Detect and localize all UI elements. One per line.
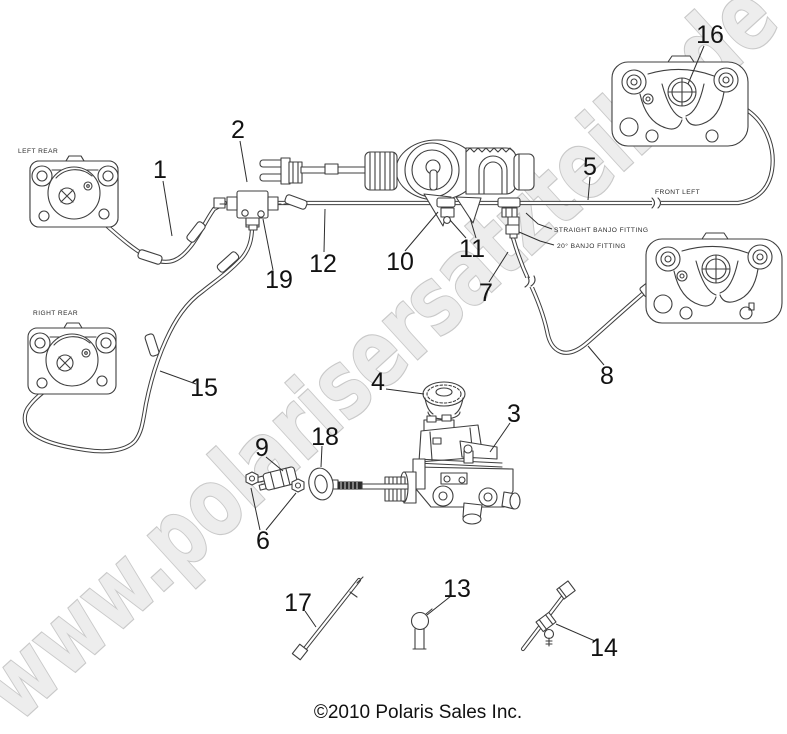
callout-16: 16 xyxy=(696,21,724,49)
nut-right xyxy=(291,478,305,493)
leader-lines xyxy=(159,45,705,642)
front-right-caliper-slot xyxy=(748,302,755,311)
right-rear-caliper xyxy=(27,322,117,395)
callout-11: 11 xyxy=(459,235,485,263)
callout-1: 1 xyxy=(153,156,167,184)
callout-3: 3 xyxy=(507,400,521,428)
reservoir-cap xyxy=(422,381,466,420)
callout-2: 2 xyxy=(231,116,245,144)
brake-line-left-rear xyxy=(69,197,228,265)
callout-12: 12 xyxy=(309,250,337,278)
annotation-left-rear: LEFT REAR xyxy=(18,148,58,155)
straight-banjo-fitting xyxy=(497,197,521,218)
nut-left xyxy=(245,471,259,486)
callout-14: 14 xyxy=(590,634,618,662)
rod-part xyxy=(291,576,364,661)
pushrod-seal xyxy=(308,467,334,501)
left-rear-caliper xyxy=(29,155,119,228)
copyright-text: ©2010 Polaris Sales Inc. xyxy=(314,702,522,723)
annotation-20-banjo: 20° BANJO FITTING xyxy=(557,242,626,250)
callout-18: 18 xyxy=(311,423,339,451)
callout-7: 7 xyxy=(479,279,493,307)
callout-13: 13 xyxy=(443,575,471,603)
annotation-right-rear: RIGHT REAR xyxy=(33,310,78,317)
front-right-caliper xyxy=(645,232,783,324)
callout-labels: 1 2 3 4 5 6 7 8 9 10 11 12 13 14 15 16 1… xyxy=(153,21,724,662)
mounting-bracket xyxy=(256,466,298,491)
text-annotations: LEFT REAR RIGHT REAR FRONT LEFT STRAIGHT… xyxy=(18,148,700,317)
junction-tee xyxy=(219,190,287,231)
clamp-part xyxy=(410,608,433,650)
banjo-fitting-20deg xyxy=(505,216,520,239)
callout-6: 6 xyxy=(256,527,270,555)
callout-8: 8 xyxy=(600,362,614,390)
callout-17: 17 xyxy=(284,589,312,617)
callout-10: 10 xyxy=(386,248,414,276)
cable-tie-part xyxy=(520,580,576,652)
callout-9: 9 xyxy=(255,434,269,462)
annotation-straight-banjo: STRAIGHT BANJO FITTING xyxy=(554,227,648,234)
callout-5: 5 xyxy=(583,153,597,181)
annotation-front-left: FRONT LEFT xyxy=(655,189,700,196)
master-cylinder-body xyxy=(330,414,521,525)
handlebar-master-cylinder xyxy=(259,139,535,239)
callout-15: 15 xyxy=(190,374,218,402)
callout-4: 4 xyxy=(371,368,385,396)
callout-19: 19 xyxy=(265,266,293,294)
